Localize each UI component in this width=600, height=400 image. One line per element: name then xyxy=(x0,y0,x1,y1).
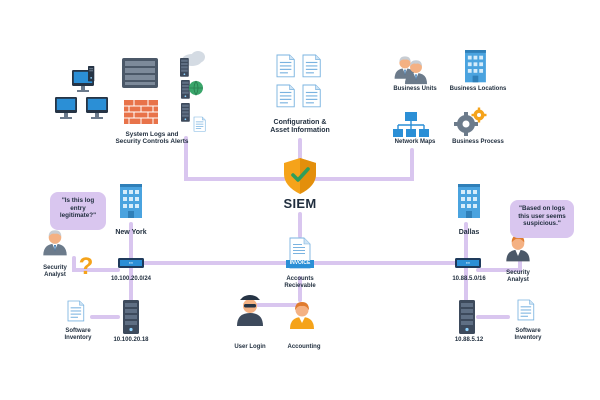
document-icon xyxy=(276,84,295,108)
server-rack-icon xyxy=(122,58,158,88)
new-york-building-icon xyxy=(120,184,142,218)
user-login-label: User Login xyxy=(234,344,266,350)
new-york-router-icon xyxy=(118,258,144,268)
right-software-label-line: Inventory xyxy=(514,334,542,341)
configuration-label-line: Configuration & xyxy=(273,119,327,126)
invoice-document-icon xyxy=(286,237,314,269)
document-icon xyxy=(302,84,321,108)
left-software-inventory-icon xyxy=(67,300,85,322)
system-logs-label-line: Security Controls Alerts xyxy=(115,138,189,146)
new-york-subnet-label: 10.100.20.0/24 xyxy=(110,276,152,282)
dallas-host-label: 10.88.5.12 xyxy=(454,337,484,343)
server-icon xyxy=(181,103,190,122)
new-york-server-icon xyxy=(123,300,139,334)
accounts-receivable-label: Accounts Recievable xyxy=(270,276,330,290)
left-software-label-line: Software xyxy=(65,328,91,334)
right-analyst-speech-bubble: "Based on logs this user seems suspiciou… xyxy=(510,200,574,238)
left-analyst-label-line: Security xyxy=(43,265,67,271)
left-software-label-line: Inventory xyxy=(64,334,92,341)
right-analyst-label-line: Analyst xyxy=(507,276,529,283)
dallas-router-icon xyxy=(455,258,481,268)
dallas-label: Dallas xyxy=(458,229,480,236)
dallas-router-tag: ▪▪▪ xyxy=(465,261,471,265)
accounting-label: Accounting xyxy=(287,344,321,350)
siem-shield-icon xyxy=(284,158,316,194)
question-mark-icon: ? xyxy=(79,253,94,280)
cloud-server-icon xyxy=(180,51,205,77)
right-security-analyst-label: Security Analyst xyxy=(493,270,543,284)
dallas-server-icon xyxy=(459,300,475,334)
accounting-person-icon xyxy=(290,302,314,329)
right-software-inventory-icon xyxy=(517,299,535,321)
desktop-computer-icon xyxy=(55,97,77,119)
invoice-tag: INVOICE xyxy=(289,260,311,266)
business-process-gears-icon xyxy=(454,107,487,136)
accounts-receivable-line: Accounts xyxy=(286,276,314,282)
connector-lines xyxy=(72,136,522,332)
right-software-inventory-label: Software Inventory xyxy=(500,328,556,342)
network-maps-label: Network Maps xyxy=(394,139,436,145)
new-york-host-label: 10.100.20.18 xyxy=(113,337,149,343)
right-analyst-label-line: Security xyxy=(506,270,530,276)
business-units-icon xyxy=(394,56,428,85)
document-icon xyxy=(276,54,295,78)
business-locations-icon xyxy=(465,50,486,83)
system-logs-group xyxy=(55,51,206,132)
network-map-icon xyxy=(393,112,429,137)
svg-text:?: ? xyxy=(79,253,94,280)
server-icon xyxy=(181,80,190,99)
dallas-subnet-label: 10.88.5.0/16 xyxy=(452,276,486,282)
firewall-icon xyxy=(124,100,158,124)
business-locations-label: Business Locations xyxy=(449,86,507,92)
configuration-documents-group xyxy=(276,54,321,108)
left-bubble-line: entry xyxy=(70,204,86,212)
system-logs-label: System Logs and Security Controls Alerts xyxy=(93,131,211,146)
left-software-inventory-label: Software Inventory xyxy=(50,328,106,342)
siem-title: SIEM xyxy=(283,196,317,211)
system-logs-label-line: System Logs and xyxy=(125,131,179,138)
left-security-analyst-label: Security Analyst xyxy=(30,265,80,279)
right-bubble-line: suspicious." xyxy=(523,220,561,228)
new-york-label: New York xyxy=(115,229,147,236)
business-process-label: Business Process xyxy=(452,139,504,145)
left-security-analyst-icon xyxy=(43,230,67,256)
accounts-receivable-line: Recievable xyxy=(284,282,316,289)
document-icon xyxy=(302,54,321,78)
desktop-computer-icon xyxy=(72,66,95,92)
left-analyst-label-line: Analyst xyxy=(44,271,66,278)
configuration-label: Configuration & Asset Information xyxy=(250,119,350,135)
document-icon xyxy=(193,116,206,132)
left-bubble-line: legitimate?" xyxy=(59,212,97,220)
business-units-label: Business Units xyxy=(393,86,437,92)
left-bubble-line: "Is this log xyxy=(61,197,95,204)
right-bubble-line: "Based on logs xyxy=(518,205,566,212)
configuration-label-line: Asset Information xyxy=(270,127,330,135)
user-login-icon xyxy=(237,295,263,326)
dallas-building-icon xyxy=(458,184,480,218)
right-security-analyst-icon xyxy=(506,235,530,262)
right-bubble-line: this user seems xyxy=(518,212,566,220)
new-york-router-tag: ▪▪▪ xyxy=(128,261,134,265)
right-software-label-line: Software xyxy=(515,328,541,334)
left-analyst-speech-bubble: "Is this log entry legitimate?" xyxy=(50,192,106,230)
desktop-computer-icon xyxy=(86,97,108,119)
globe-icon xyxy=(189,80,203,96)
